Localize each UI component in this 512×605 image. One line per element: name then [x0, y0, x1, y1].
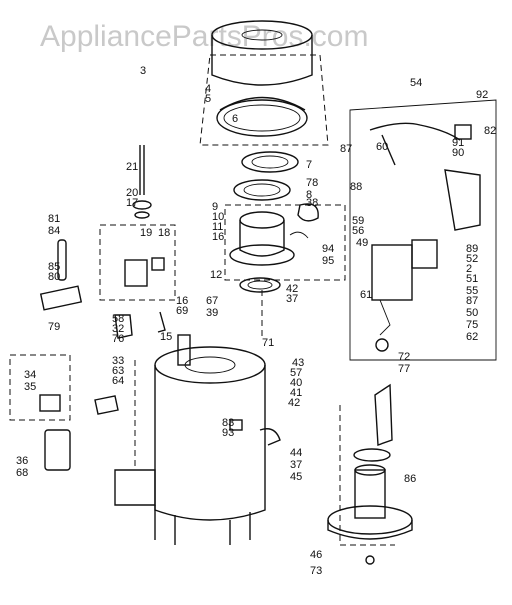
callout-label: 40: [290, 377, 302, 389]
callout-label: 41: [290, 387, 302, 399]
callout-label: 91: [452, 137, 464, 149]
callout-label: 83: [222, 417, 234, 429]
callout-label: 72: [398, 351, 410, 363]
callout-label: 19: [140, 227, 152, 239]
callout-label: 88: [350, 181, 362, 193]
callout-label: 68: [16, 467, 28, 479]
callout-label: 80: [48, 271, 60, 283]
base-plate: [327, 383, 413, 565]
callout-label: 38: [306, 197, 318, 209]
callout-label: 56: [352, 225, 364, 237]
callout-label: 43: [292, 357, 304, 369]
switch-box: [99, 224, 176, 301]
callout-label: 10: [212, 211, 224, 223]
callout-label: 33: [112, 355, 124, 367]
watermark-text: AppliancePartsPros.com: [40, 20, 368, 53]
callout-label: 81: [48, 213, 60, 225]
callout-label: 44: [290, 447, 302, 459]
callout-label: 16: [176, 295, 188, 307]
callout-label: 42: [286, 283, 298, 295]
callout-label: 35: [24, 381, 36, 393]
callout-label: 69: [176, 305, 188, 317]
callout-label: 90: [452, 147, 464, 159]
bracket-36: [44, 429, 71, 471]
callout-label: 37: [286, 293, 298, 305]
callout-label: 2: [466, 263, 472, 275]
callout-label: 61: [360, 289, 372, 301]
callout-label: 87: [466, 295, 478, 307]
callout-label: 50: [466, 307, 478, 319]
callout-label: 7: [306, 159, 312, 171]
callout-label: 78: [306, 177, 318, 189]
mid-left-brackets: [114, 311, 166, 339]
callout-label: 6: [232, 113, 238, 125]
callout-label: 16: [212, 231, 224, 243]
callout-label: 49: [356, 237, 368, 249]
callout-label: 51: [466, 273, 478, 285]
guide-lines: [134, 290, 395, 546]
callout-label: 55: [466, 285, 478, 297]
callout-label: 87: [340, 143, 352, 155]
callout-label: 67: [206, 295, 218, 307]
main-tub: [114, 334, 281, 545]
electrical-inset: [349, 99, 497, 361]
callout-label: 79: [48, 321, 60, 333]
shaft-assembly: [132, 145, 152, 219]
callout-label: 11: [212, 221, 223, 233]
callout-label: 57: [290, 367, 302, 379]
left-small-parts: [39, 239, 83, 311]
callout-label: 5: [205, 93, 211, 105]
seal-ring: [239, 277, 281, 293]
callout-label: 42: [288, 397, 300, 409]
callout-label: 84: [48, 225, 60, 237]
callout-label: 52: [466, 253, 478, 265]
callout-label: 92: [476, 89, 488, 101]
inset-clip-box: [9, 354, 119, 421]
callout-label: 94: [322, 243, 334, 255]
callout-label: 54: [410, 77, 422, 89]
callout-label: 17: [126, 197, 138, 209]
callout-label: 59: [352, 215, 364, 227]
callout-label: 62: [466, 331, 478, 343]
callout-label: 95: [322, 255, 334, 267]
callout-label: 45: [290, 471, 302, 483]
callout-label: 9: [212, 201, 218, 213]
callout-label: 77: [398, 363, 410, 375]
callout-label: 85: [48, 261, 60, 273]
callout-label: 46: [310, 549, 322, 561]
callout-label: 58: [112, 313, 124, 325]
callout-label: 32: [112, 323, 124, 335]
callout-label: 37: [290, 459, 302, 471]
callout-label: 82: [484, 125, 496, 137]
callout-label: 39: [206, 307, 218, 319]
impeller-housing: [224, 203, 346, 281]
callout-label: 63: [112, 365, 124, 377]
callout-label: 20: [126, 187, 138, 199]
callout-label: 86: [404, 473, 416, 485]
callout-label: 18: [158, 227, 170, 239]
callout-label: 75: [466, 319, 478, 331]
lid-assembly: [199, 20, 329, 146]
callout-label: 60: [376, 141, 388, 153]
callout-label: 12: [210, 269, 222, 281]
gasket-stack: [233, 151, 299, 201]
callout-label: 34: [24, 369, 36, 381]
callout-label: 73: [310, 565, 322, 577]
callout-label: 93: [222, 427, 234, 439]
callout-label: 76: [112, 333, 124, 345]
callout-label: 64: [112, 375, 124, 387]
callout-label: 3: [140, 65, 146, 77]
callout-label: 15: [160, 331, 172, 343]
callout-label: 36: [16, 455, 28, 467]
callout-label: 4: [205, 83, 211, 95]
callout-label: 71: [262, 337, 274, 349]
callout-label: 21: [126, 161, 138, 173]
callout-label: 8: [306, 189, 312, 201]
callout-label: 89: [466, 243, 478, 255]
